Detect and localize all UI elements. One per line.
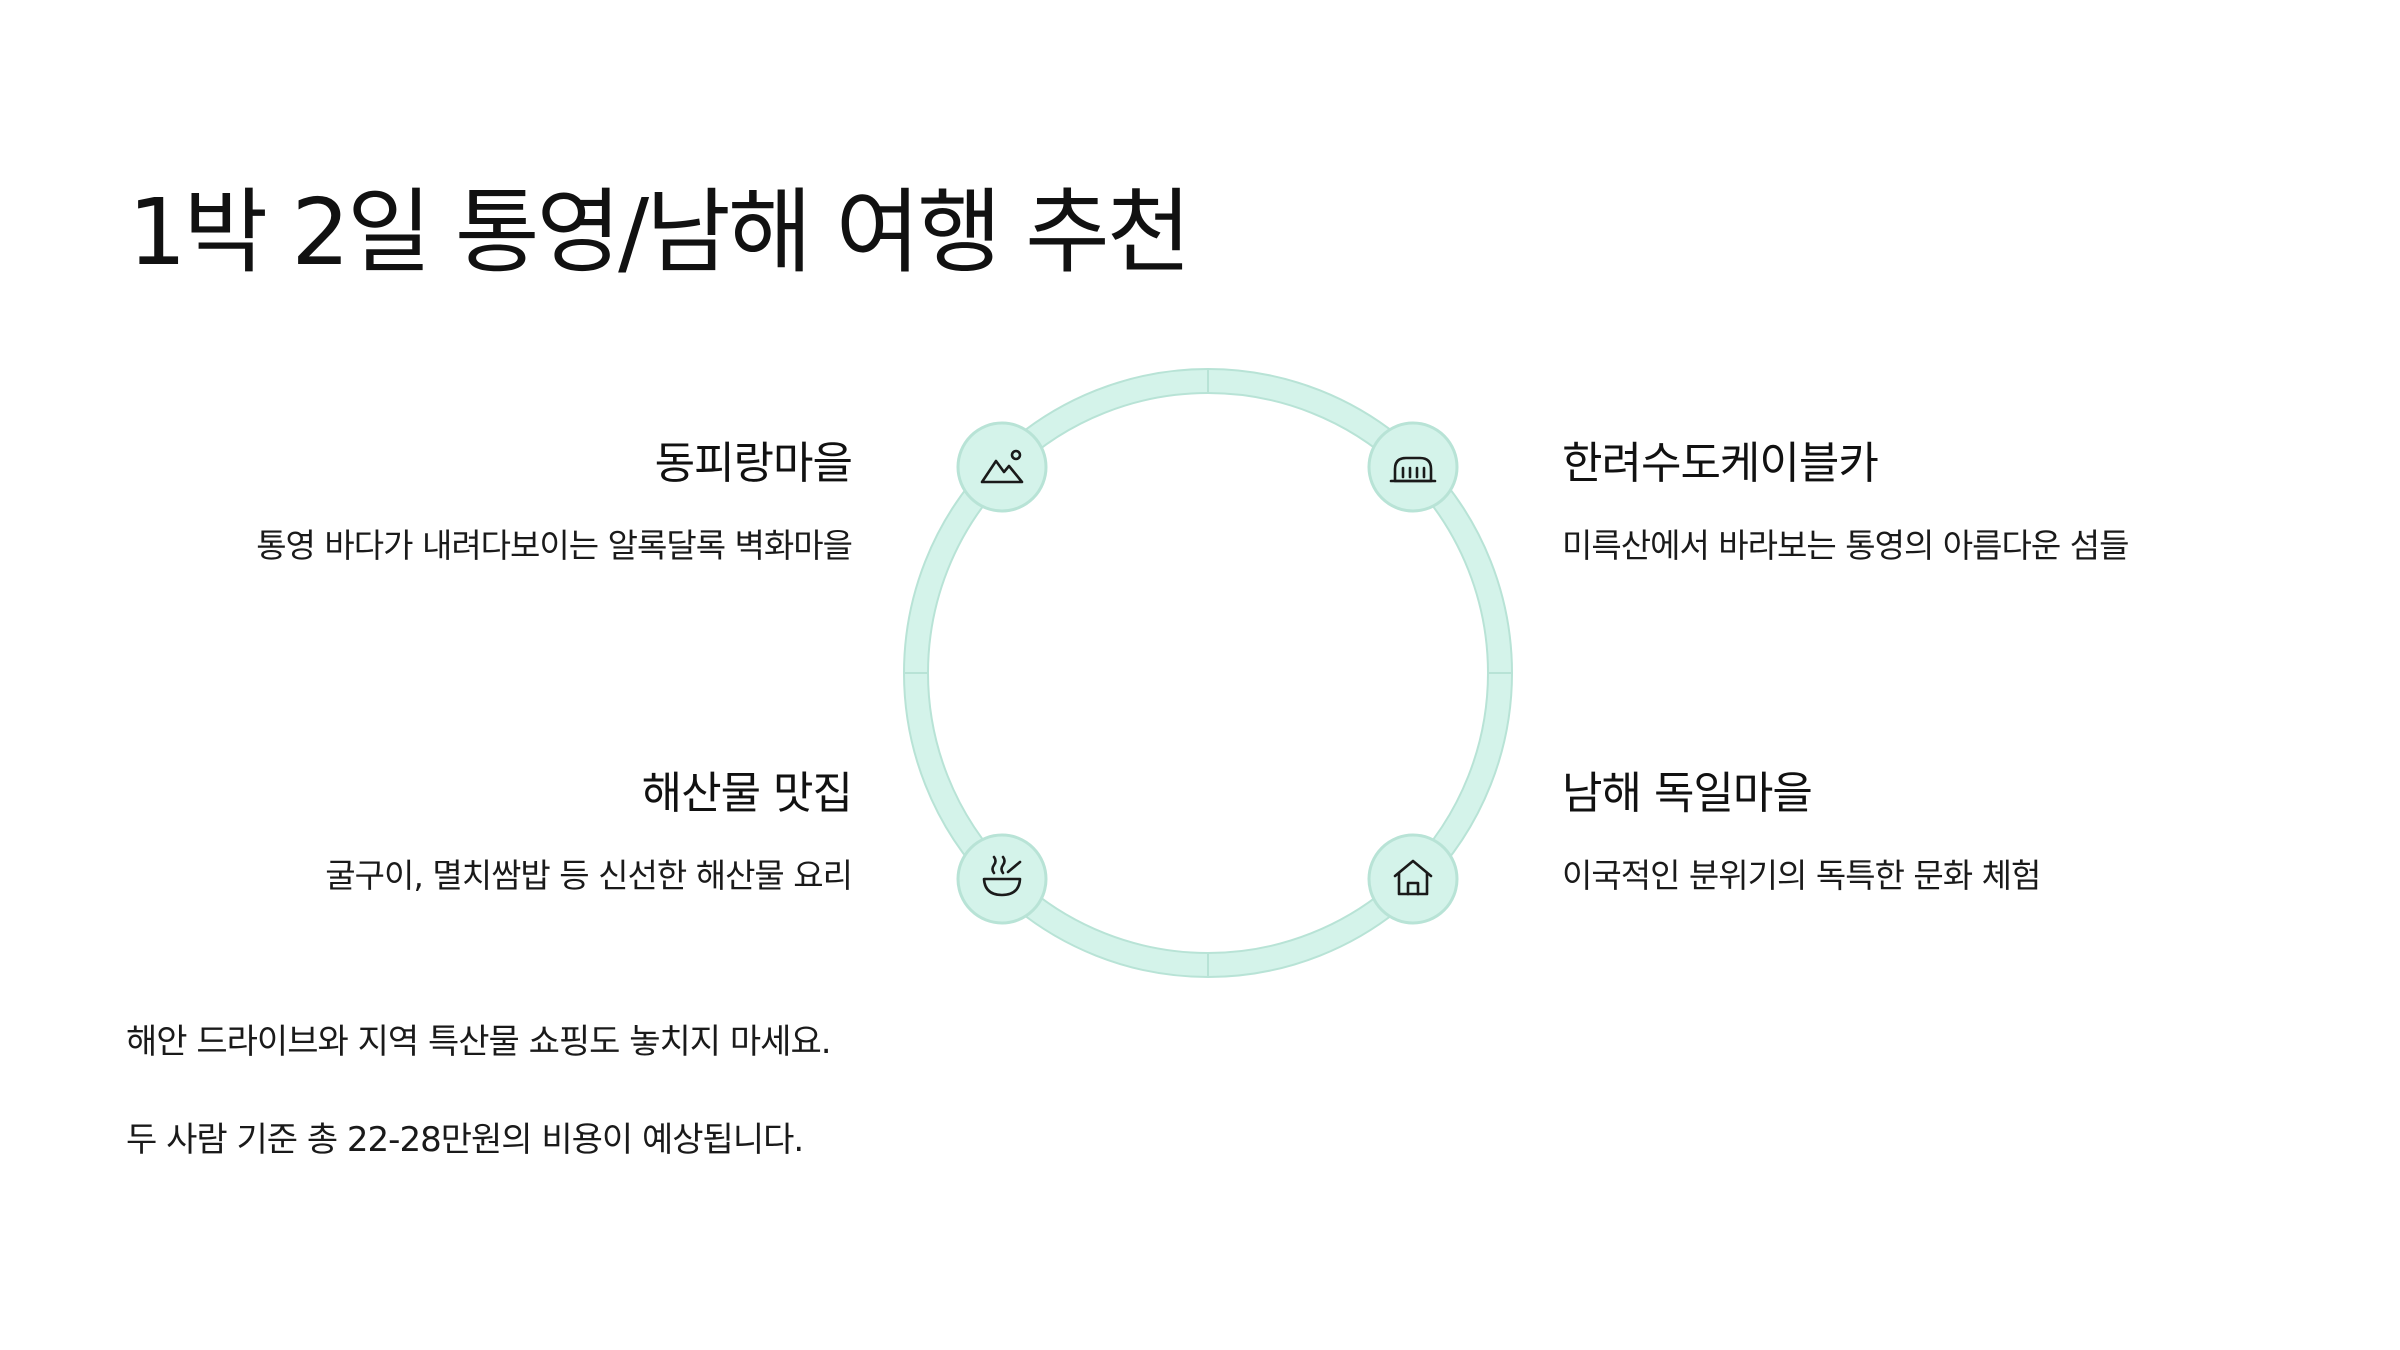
cable-car-icon (1389, 456, 1437, 483)
note-budget: 두 사람 기준 총 22-28만원의 비용이 예상됩니다. (126, 1120, 804, 1160)
note-shopping: 해안 드라이브와 지역 특산물 쇼핑도 놓치지 마세요. (126, 1022, 832, 1062)
node-bottom-right (1367, 833, 1459, 925)
item-title-bottom-right: 남해 독일마을 (1562, 768, 1813, 819)
item-title-top-left: 동피랑마을 (654, 438, 853, 489)
item-desc-top-left: 통영 바다가 내려다보이는 알록달록 벽화마을 (256, 526, 853, 565)
node-top-right (1367, 421, 1459, 513)
item-title-top-right: 한려수도케이블카 (1562, 438, 1879, 489)
item-desc-top-right: 미륵산에서 바라보는 통영의 아름다운 섬들 (1562, 526, 2129, 565)
page-title: 1박 2일 통영/남해 여행 추천 (128, 179, 1191, 286)
item-desc-bottom-left: 굴구이, 멸치쌈밥 등 신선한 해산물 요리 (325, 856, 853, 895)
house-icon (1393, 859, 1433, 896)
food-bowl-icon (982, 855, 1022, 897)
item-desc-bottom-right: 이국적인 분위기의 독특한 문화 체험 (1562, 856, 2041, 895)
mountain-icon (980, 449, 1024, 484)
item-title-bottom-left: 해산물 맛집 (641, 768, 853, 819)
node-bottom-left (956, 833, 1048, 925)
node-top-left (956, 421, 1048, 513)
